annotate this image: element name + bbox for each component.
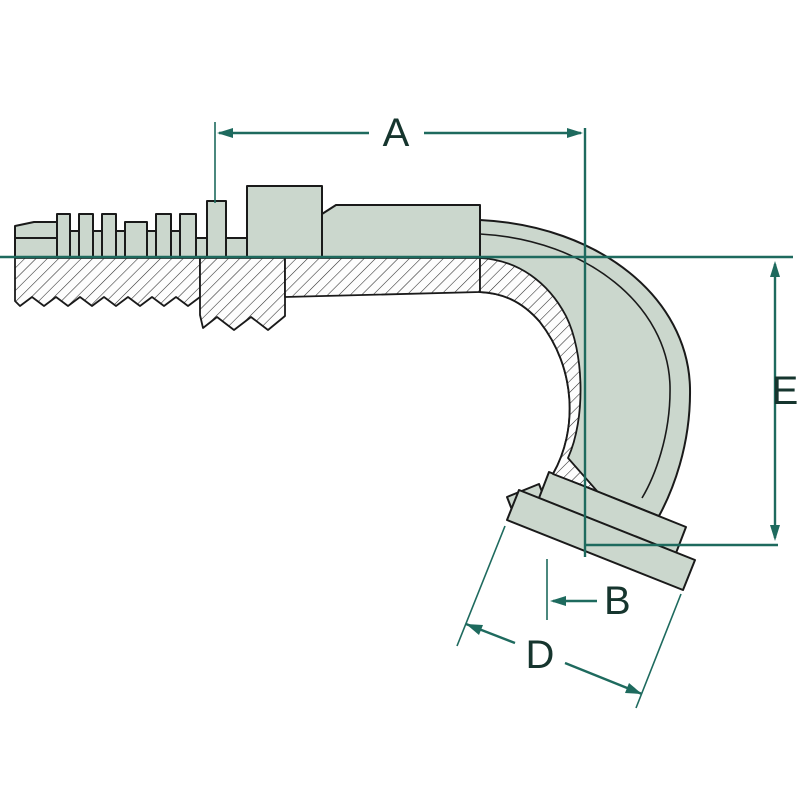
stem-rib: [179, 213, 197, 258]
stem-collar: [246, 185, 323, 258]
dimension-b-label: B: [604, 579, 631, 623]
stem-rib: [92, 230, 103, 258]
socket-line: [479, 233, 671, 499]
fitting-drawing: [14, 185, 696, 591]
dimension-e-top-arrow-icon: [770, 261, 780, 277]
stem-rib: [124, 221, 148, 258]
dimension-d-right-arrow-icon: [625, 683, 642, 694]
stem-rib: [101, 213, 117, 258]
stem-rib: [69, 230, 80, 258]
stem-rib: [170, 230, 181, 258]
stem-rib: [206, 200, 227, 258]
fitting-body-block: [321, 204, 481, 258]
tube-section-hatch: [284, 257, 481, 298]
stem-rib: [155, 213, 172, 258]
stem-rib: [146, 230, 157, 258]
dimension-a-left-arrow-icon: [217, 128, 233, 138]
dimension-a: A: [214, 111, 583, 203]
dimension-d: D: [456, 525, 682, 709]
dimension-d-left-extension-line: [456, 525, 506, 647]
dimension-e: E: [770, 261, 798, 541]
dimension-b: B: [546, 559, 631, 623]
collar-section-hatch: [199, 257, 286, 331]
dimension-e-label: E: [772, 369, 799, 413]
dimension-d-label: D: [526, 633, 555, 677]
bend-section-hatch: [479, 257, 598, 492]
stem-rib: [115, 230, 126, 258]
stem-rib: [56, 213, 71, 258]
dimension-d-right-extension-line: [635, 593, 682, 709]
dimension-b-arrow-icon: [550, 596, 566, 606]
stem-section-hatch: [14, 257, 201, 307]
dimension-d-left-arrow-icon: [466, 624, 483, 635]
dimension-a-label: A: [383, 111, 410, 155]
flange-plate: [506, 489, 696, 591]
stem-rib: [78, 213, 94, 258]
dimension-e-bottom-arrow-icon: [770, 525, 780, 541]
dimension-a-right-arrow-icon: [567, 128, 583, 138]
